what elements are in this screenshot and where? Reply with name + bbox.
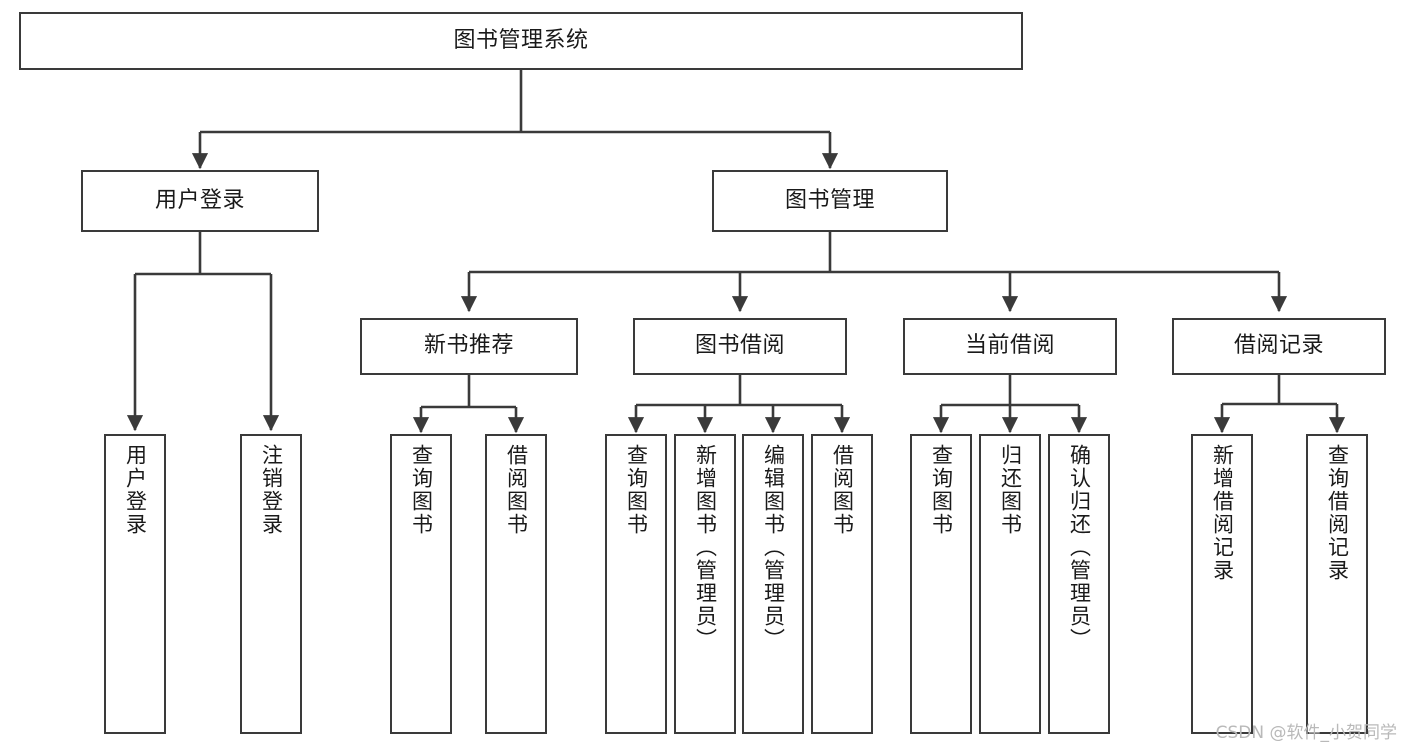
leaf-return-book[interactable]: 归还图书 — [979, 434, 1041, 734]
node-book-borrow-label: 图书借阅 — [694, 333, 785, 359]
leaf-query-book-current-label: 查询图书 — [929, 444, 954, 536]
node-book-management[interactable]: 图书管理 — [712, 170, 948, 232]
node-user-login-label: 用户登录 — [154, 187, 245, 213]
leaf-query-borrow-record-label: 查询借阅记录 — [1325, 444, 1350, 582]
node-root-label: 图书管理系统 — [453, 27, 589, 53]
node-new-book-recommend[interactable]: 新书推荐 — [360, 318, 578, 375]
leaf-confirm-return-admin-label: 确认归还（管理员） — [1067, 444, 1092, 651]
node-borrow-records-label: 借阅记录 — [1233, 333, 1324, 359]
leaf-user-login-label: 用户登录 — [123, 444, 148, 536]
node-book-management-label: 图书管理 — [784, 187, 875, 213]
leaf-add-borrow-record[interactable]: 新增借阅记录 — [1191, 434, 1253, 734]
node-borrow-records[interactable]: 借阅记录 — [1172, 318, 1386, 375]
node-root[interactable]: 图书管理系统 — [19, 12, 1023, 70]
leaf-logout[interactable]: 注销登录 — [240, 434, 302, 734]
leaf-edit-book-admin[interactable]: 编辑图书（管理员） — [742, 434, 804, 734]
leaf-query-book-new-label: 查询图书 — [409, 444, 434, 536]
node-user-login[interactable]: 用户登录 — [81, 170, 319, 232]
leaf-borrow-book-new-label: 借阅图书 — [504, 444, 529, 536]
leaf-borrow-book[interactable]: 借阅图书 — [811, 434, 873, 734]
node-book-borrow[interactable]: 图书借阅 — [633, 318, 847, 375]
leaf-return-book-label: 归还图书 — [998, 444, 1023, 536]
leaf-user-login[interactable]: 用户登录 — [104, 434, 166, 734]
leaf-query-book-borrow[interactable]: 查询图书 — [605, 434, 667, 734]
leaf-query-book-new[interactable]: 查询图书 — [390, 434, 452, 734]
leaf-logout-label: 注销登录 — [259, 444, 284, 536]
leaf-add-book-admin[interactable]: 新增图书（管理员） — [674, 434, 736, 734]
leaf-borrow-book-label: 借阅图书 — [830, 444, 855, 536]
leaf-add-book-admin-label: 新增图书（管理员） — [693, 444, 718, 651]
leaf-query-borrow-record[interactable]: 查询借阅记录 — [1306, 434, 1368, 734]
leaf-query-book-borrow-label: 查询图书 — [624, 444, 649, 536]
leaf-confirm-return-admin[interactable]: 确认归还（管理员） — [1048, 434, 1110, 734]
node-new-book-recommend-label: 新书推荐 — [423, 333, 514, 359]
csdn-watermark: CSDN @软件_小贺同学 — [1215, 723, 1397, 743]
node-current-borrow-label: 当前借阅 — [964, 333, 1055, 359]
node-current-borrow[interactable]: 当前借阅 — [903, 318, 1117, 375]
leaf-borrow-book-new[interactable]: 借阅图书 — [485, 434, 547, 734]
leaf-add-borrow-record-label: 新增借阅记录 — [1210, 444, 1235, 582]
leaf-edit-book-admin-label: 编辑图书（管理员） — [761, 444, 786, 651]
leaf-query-book-current[interactable]: 查询图书 — [910, 434, 972, 734]
